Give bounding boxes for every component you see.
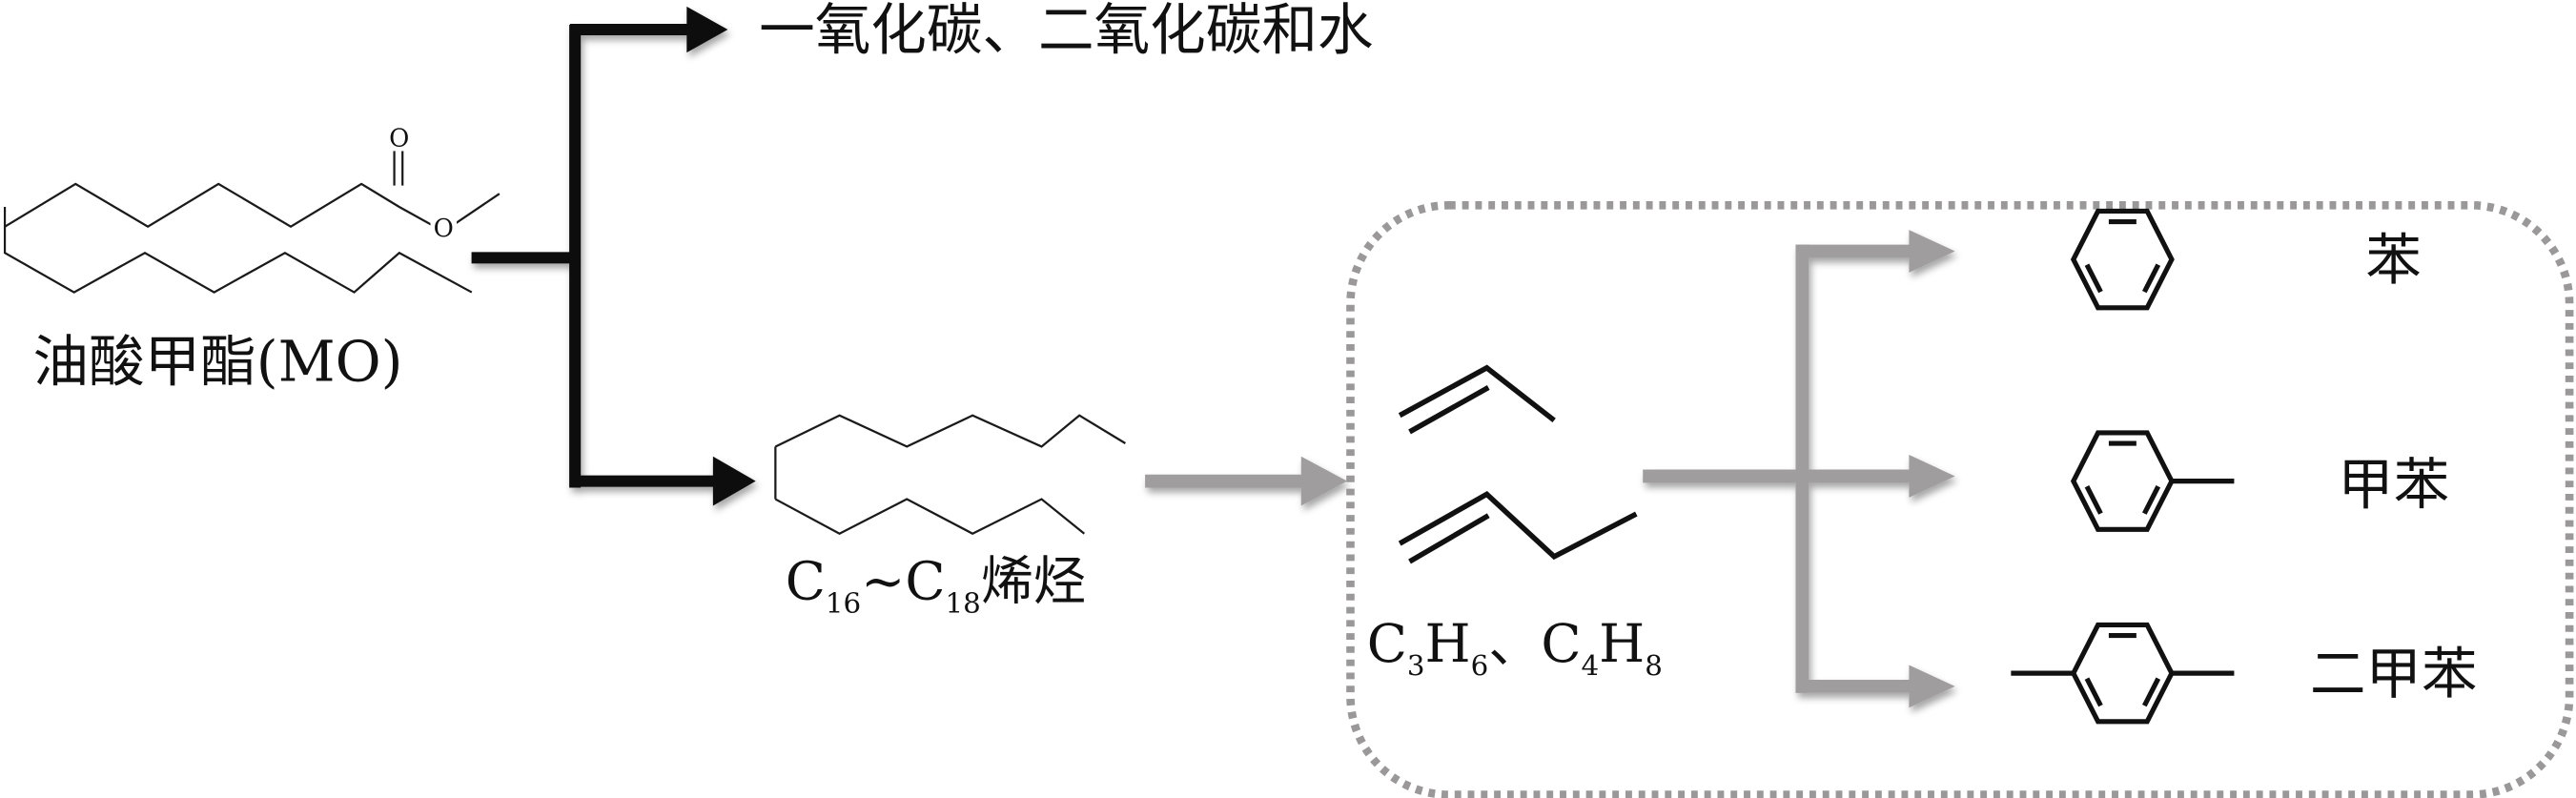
toluene-double-bond	[2084, 484, 2103, 515]
long-chain-alkene-structure	[774, 414, 1126, 535]
xylene-double-bond	[2084, 677, 2103, 707]
benzene-double-bond	[2084, 263, 2103, 294]
toluene-double-bond	[2142, 484, 2161, 515]
light-olefins-label: C3H6、C4H8	[1367, 613, 1663, 682]
methyl-oleate-structure: O O	[3, 124, 501, 294]
benzene-label: 苯	[2365, 228, 2422, 293]
arrow-to-light-olefins	[1145, 456, 1348, 506]
xylene-double-bond	[2142, 677, 2161, 707]
xylene-ring	[2011, 622, 2235, 725]
arrow-to-combustion-head	[686, 6, 728, 53]
reactant-label: 油酸甲酯(MO)	[32, 330, 402, 395]
alkenes-label: C16~C18烯烃	[786, 551, 1086, 620]
toluene-hexagon	[2070, 430, 2175, 532]
mo-top-chain	[4, 182, 501, 234]
carbonyl-oxygen: O	[389, 124, 409, 153]
arrow-to-toluene	[1909, 455, 1955, 498]
toluene-label: 甲苯	[2338, 453, 2449, 518]
ester-oxygen: O	[434, 215, 454, 243]
mo-bottom-chain	[3, 207, 473, 294]
xylene-label: 二甲苯	[2310, 642, 2478, 706]
butene-structure	[1398, 490, 1638, 564]
benzene-hexagon	[2070, 208, 2175, 311]
intermediate-dashed-box	[1346, 201, 2574, 798]
primary-branch-arrows	[471, 6, 756, 506]
benzene-double-bond	[2142, 263, 2161, 294]
arrow-to-xylene	[1909, 665, 1955, 708]
toluene-ring	[2070, 430, 2235, 532]
propene-structure	[1398, 364, 1556, 435]
combustion-products-label: 一氧化碳、二氧化碳和水	[759, 0, 1373, 63]
aromatics-structures	[2011, 208, 2235, 725]
arrow-to-benzene	[1909, 230, 1955, 273]
arrow-to-alkenes-head	[712, 456, 756, 506]
benzene-ring	[2070, 208, 2175, 311]
aromatization-arrows	[1643, 230, 1955, 708]
xylene-hexagon	[2070, 622, 2175, 725]
